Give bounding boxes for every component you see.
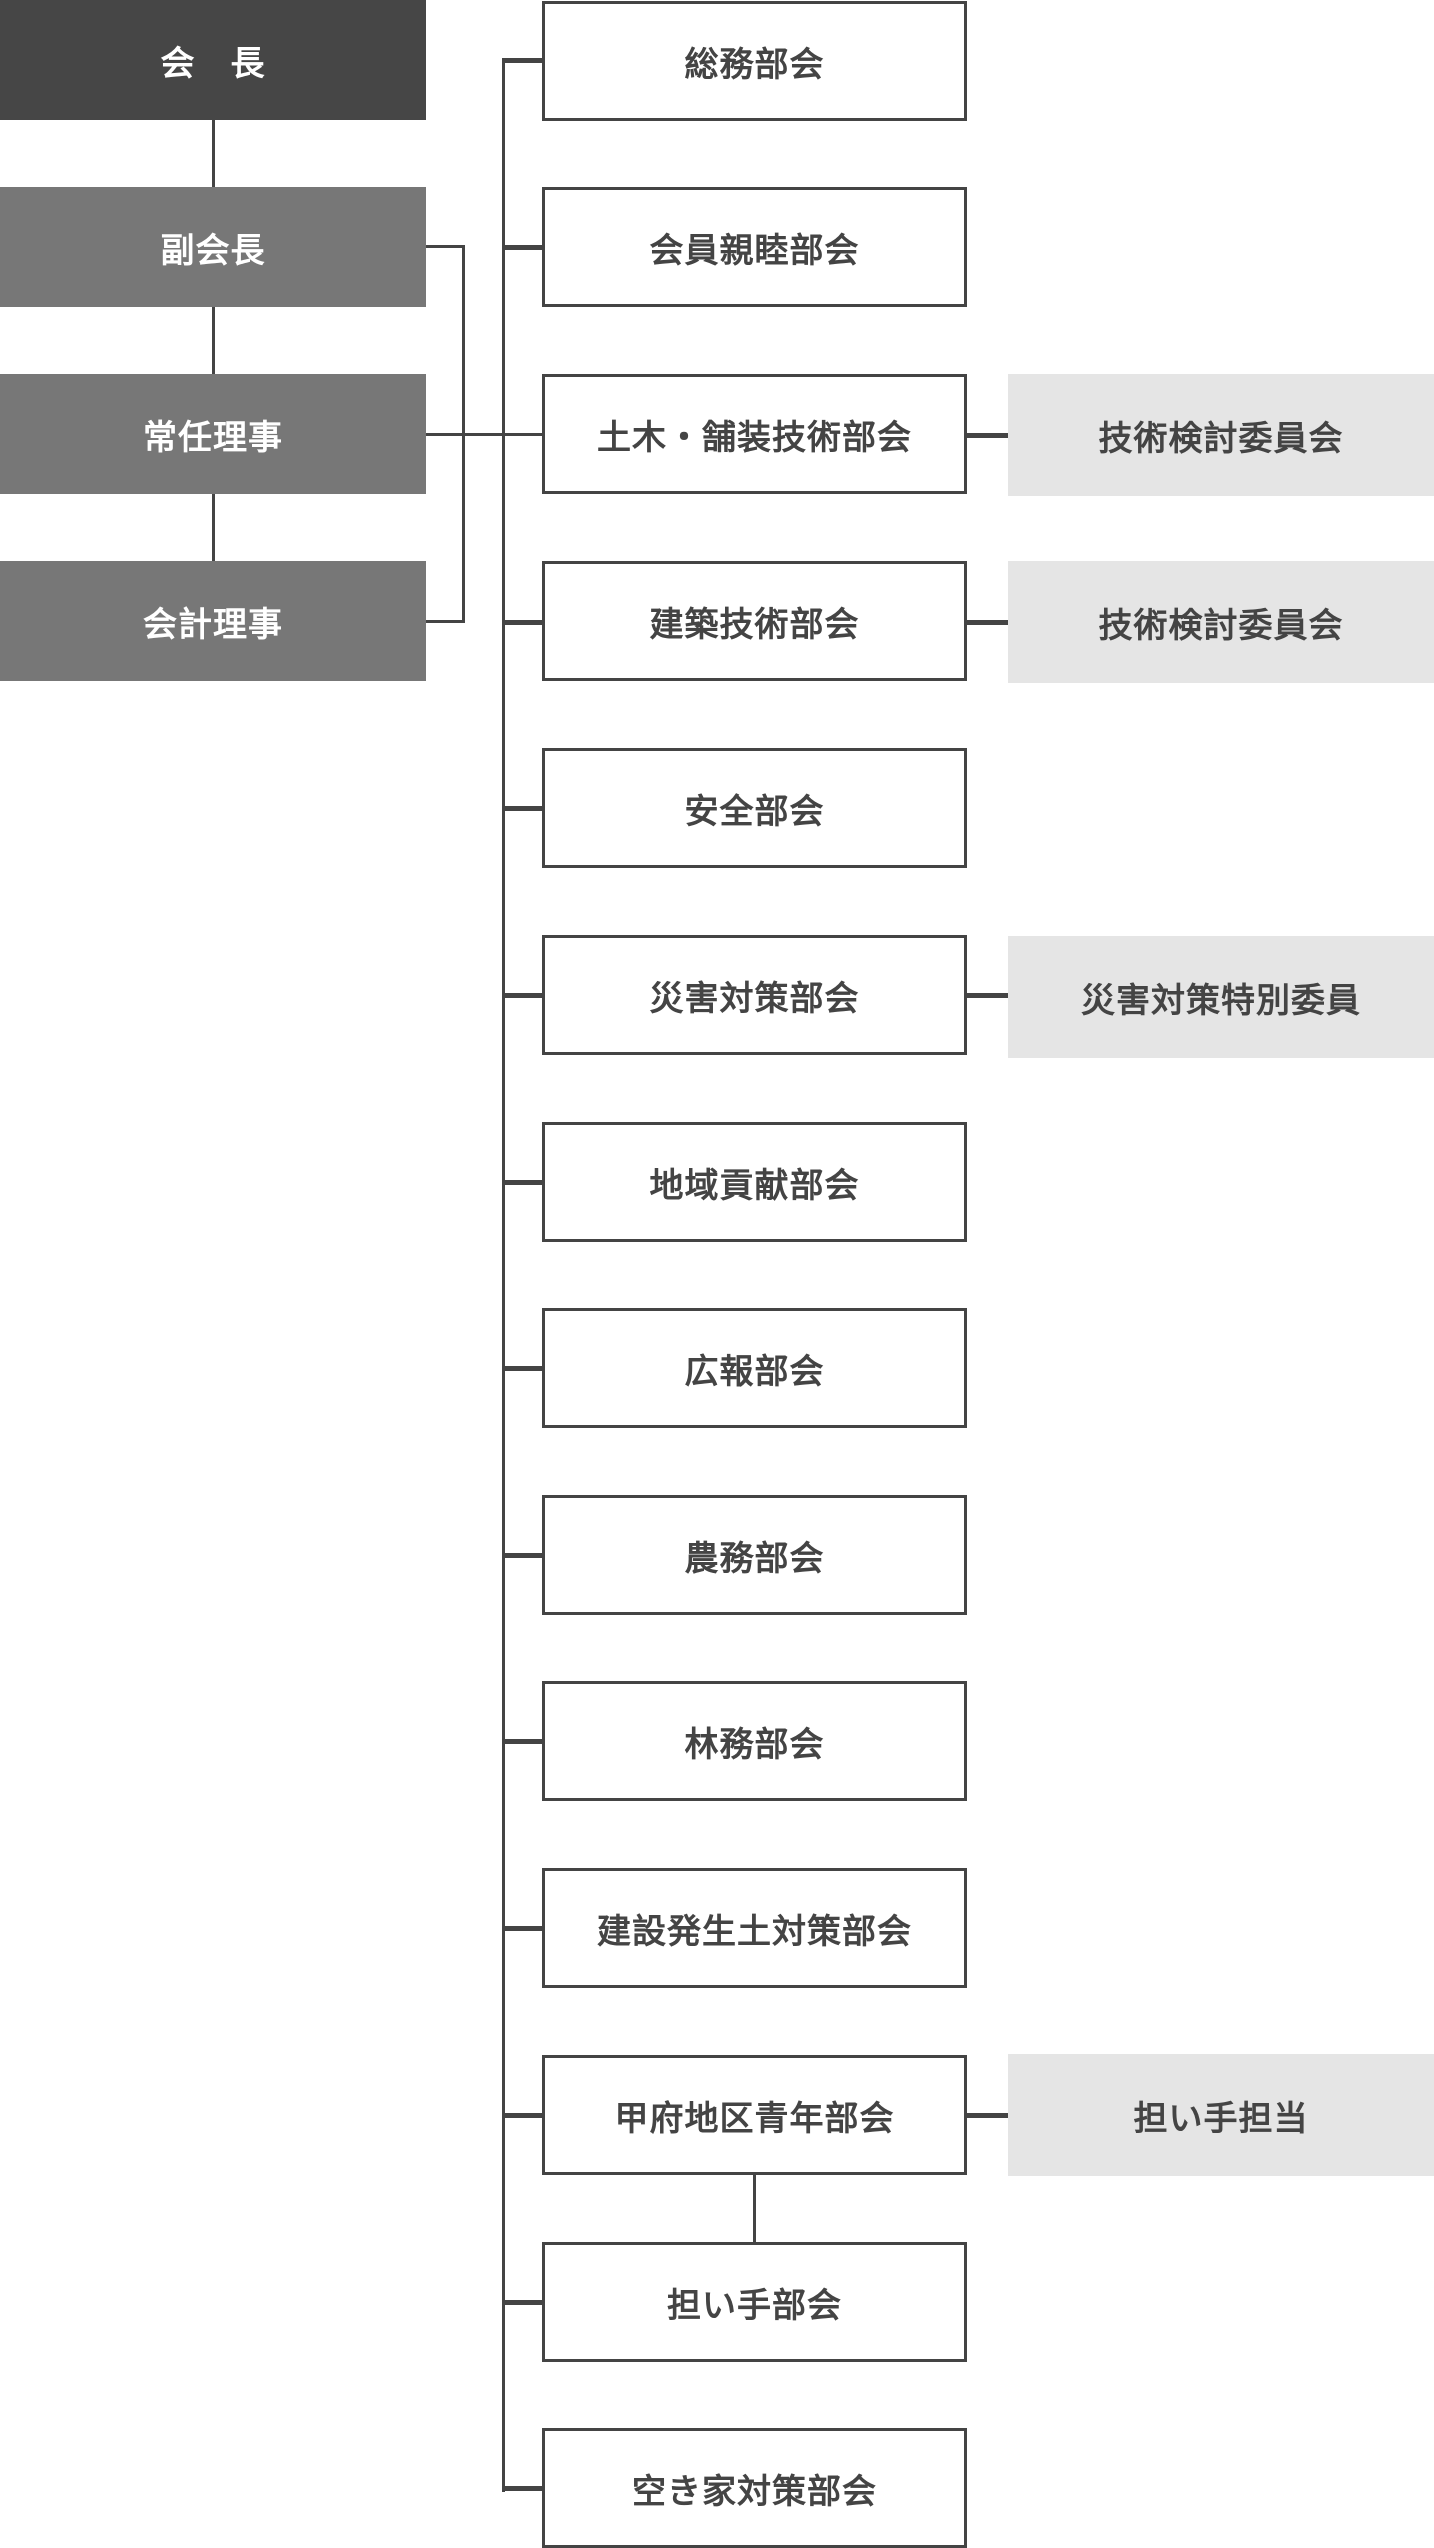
branch-line [502,806,542,811]
connector-line [426,433,542,436]
committee-box: 技術検討委員会 [1008,561,1434,683]
dept-box: 災害対策部会 [542,935,967,1055]
connector-line [426,620,465,623]
dept-label: 甲府地区青年部会 [614,2098,895,2139]
dept-label: 担い手部会 [667,2285,842,2326]
committee-label: 技術検討委員会 [1098,605,1344,646]
president-box: 会 長 [0,0,426,120]
dept-label: 建設発生土対策部会 [597,1911,912,1952]
dept-label: 総務部会 [684,44,825,85]
branch-line [502,1926,542,1931]
dept-label: 土木・舗装技術部会 [597,417,912,458]
dept-label: 広報部会 [684,1351,825,1392]
committee-label: 技術検討委員会 [1098,418,1344,459]
treasurer-label: 会計理事 [143,604,283,645]
dept-box: 農務部会 [542,1495,967,1615]
dept-box: 林務部会 [542,1681,967,1801]
vice-president-label: 副会長 [160,230,266,271]
dept-box: 総務部会 [542,1,967,121]
dept-box: 地域貢献部会 [542,1122,967,1242]
committee-branch-line [967,620,1008,625]
trunk-line [502,58,505,2492]
dept-label: 空き家対策部会 [632,2471,877,2512]
standing-director-box: 常任理事 [0,374,426,494]
branch-line [502,2486,542,2491]
dept-box: 建設発生土対策部会 [542,1868,967,1988]
dept-label: 農務部会 [684,1538,825,1579]
dept-box: 甲府地区青年部会 [542,2055,967,2175]
dept-box: 会員親睦部会 [542,187,967,307]
committee-label: 担い手担当 [1133,2098,1309,2139]
dept-label: 災害対策部会 [649,978,860,1019]
dept-box: 安全部会 [542,748,967,868]
connector-line [212,494,215,561]
dept-box: 広報部会 [542,1308,967,1428]
branch-line [502,1553,542,1558]
branch-line [502,620,542,625]
branch-line [502,58,542,63]
branch-line [502,993,542,998]
committee-branch-line [967,2113,1008,2118]
committee-box: 技術検討委員会 [1008,374,1434,496]
branch-line [502,1180,542,1185]
branch-line [502,2300,542,2305]
committee-branch-line [967,433,1008,438]
branch-line [502,245,542,250]
dept-label: 地域貢献部会 [649,1165,860,1206]
committee-label: 災害対策特別委員 [1081,980,1361,1021]
committee-box: 災害対策特別委員 [1008,936,1434,1058]
branch-line [502,1739,542,1744]
dept-box: 建築技術部会 [542,561,967,681]
connector-line [212,120,215,187]
dept-label: 会員親睦部会 [649,230,860,271]
committee-box: 担い手担当 [1008,2054,1434,2176]
connector-line [753,2175,756,2242]
dept-box: 空き家対策部会 [542,2428,967,2548]
branch-line [502,2113,542,2118]
branch-line [502,1366,542,1371]
dept-label: 林務部会 [684,1724,825,1765]
dept-box: 担い手部会 [542,2242,967,2362]
connector-line [212,307,215,374]
dept-label: 建築技術部会 [649,604,860,645]
vice-president-box: 副会長 [0,187,426,307]
dept-label: 安全部会 [684,791,825,832]
committee-branch-line [967,993,1008,998]
president-label: 会 長 [160,43,266,84]
treasurer-box: 会計理事 [0,561,426,681]
connector-line [426,245,465,248]
standing-director-label: 常任理事 [143,417,283,458]
dept-box: 土木・舗装技術部会 [542,374,967,494]
